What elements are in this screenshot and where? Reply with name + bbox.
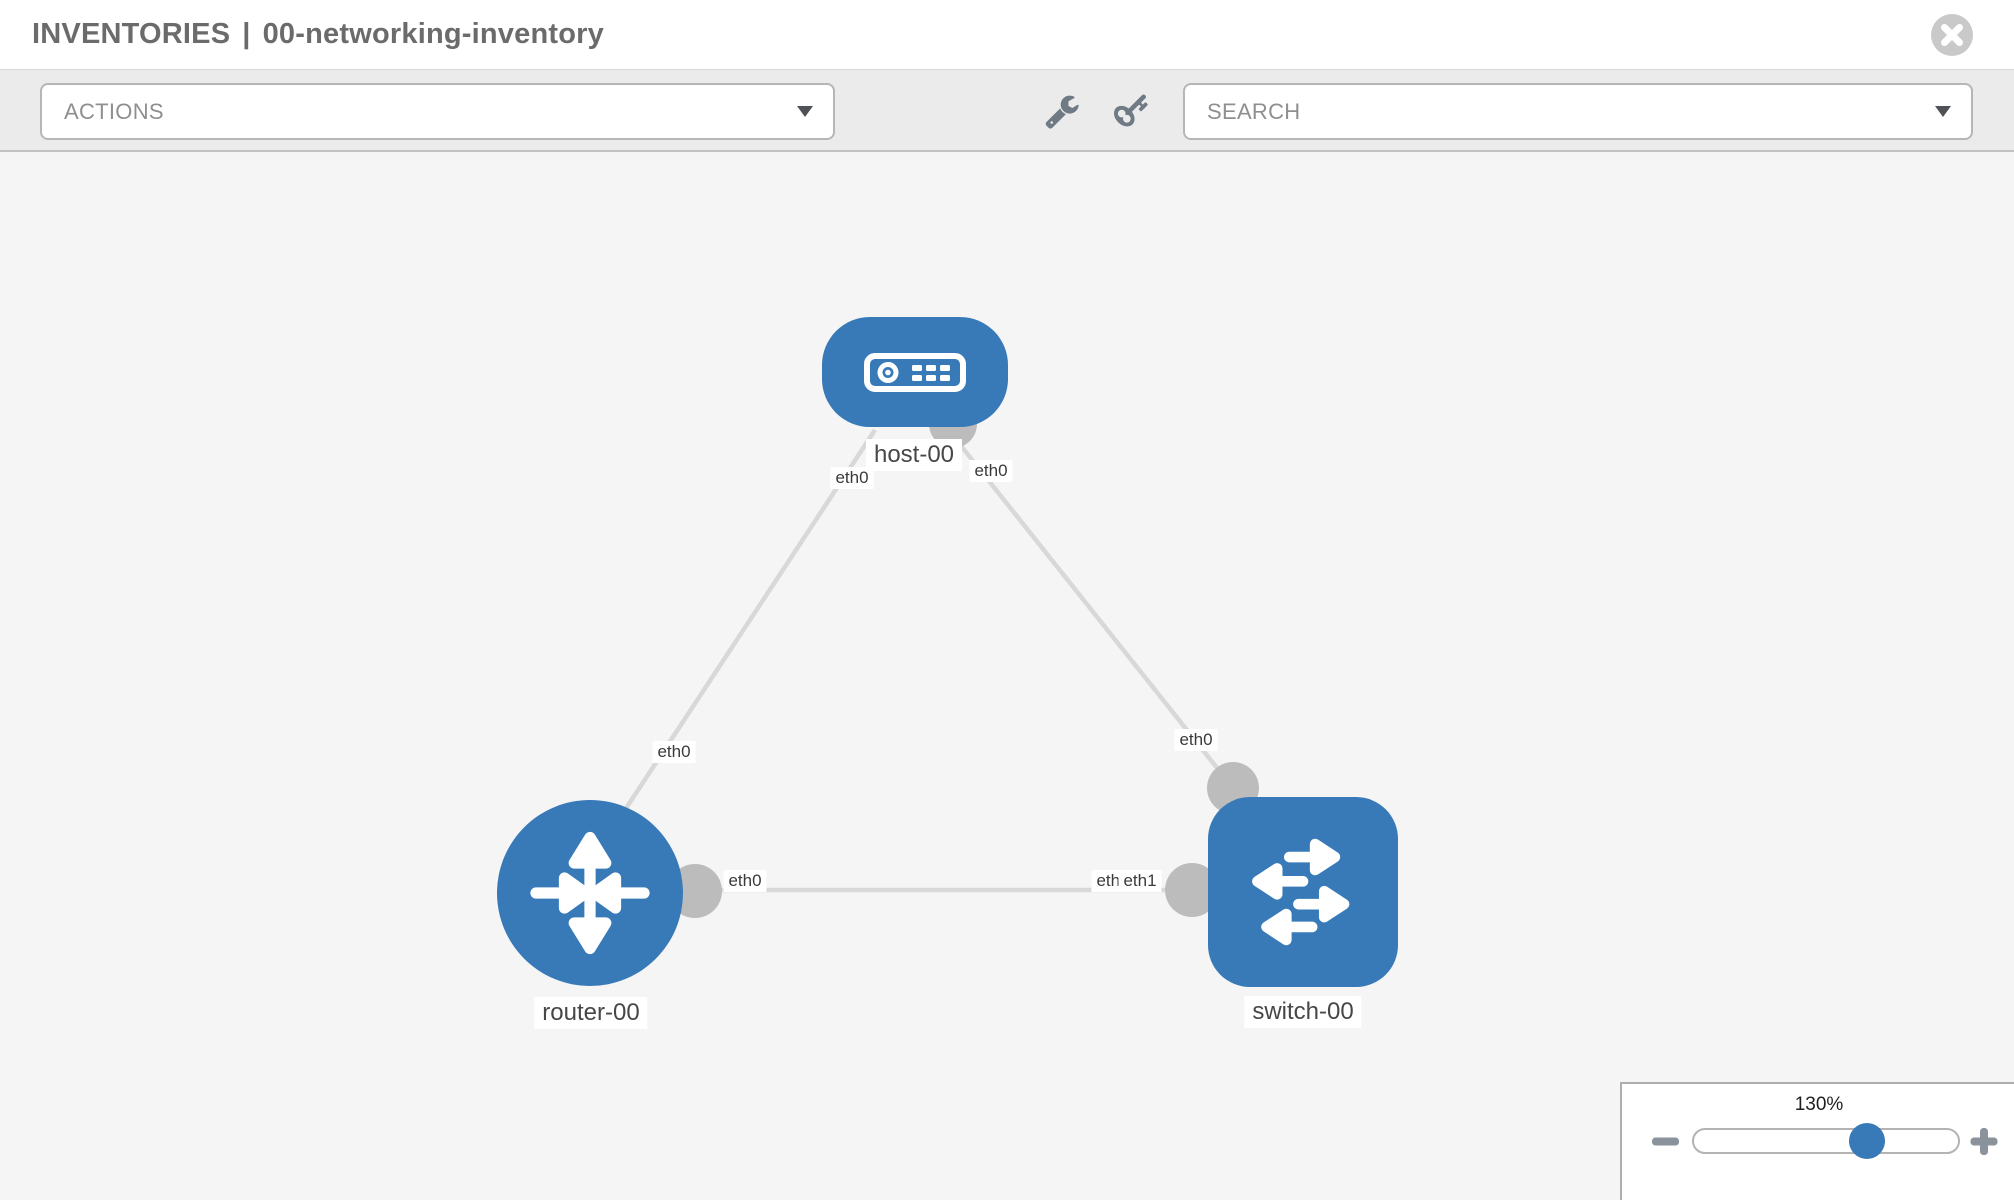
- zoom-slider[interactable]: [1692, 1123, 1960, 1159]
- zoom-out-button[interactable]: [1650, 1125, 1682, 1157]
- node-switch-00[interactable]: [1208, 797, 1398, 987]
- zoom-slider-thumb[interactable]: [1849, 1123, 1885, 1159]
- search-dropdown-label: SEARCH: [1207, 98, 1301, 124]
- node-host-00[interactable]: [822, 317, 1008, 427]
- chevron-down-icon: [797, 106, 813, 117]
- topology-canvas[interactable]: host-00 router-00 switch-00 eth0 eth0 et…: [0, 152, 2014, 1200]
- title-inventory-name: 00-networking-inventory: [262, 18, 604, 50]
- node-label-router-00: router-00: [534, 997, 648, 1029]
- minus-icon: [1652, 1137, 1679, 1146]
- node-label-switch-00: switch-00: [1244, 996, 1362, 1028]
- title-section: INVENTORIES: [32, 18, 231, 50]
- key-icon: [1114, 94, 1148, 127]
- toolbar: ACTIONS SEARCH: [0, 70, 2014, 152]
- chevron-down-icon: [1935, 106, 1951, 117]
- iface-label-link-switch: eth0: [1174, 729, 1218, 751]
- iface-label-host-right: eth0: [969, 460, 1013, 482]
- router-arrows-icon: [530, 831, 650, 955]
- header: INVENTORIES | 00-networking-inventory: [0, 0, 2014, 70]
- zoom-in-button[interactable]: [1968, 1125, 2000, 1157]
- actions-dropdown[interactable]: ACTIONS: [40, 83, 835, 140]
- server-icon: [864, 353, 966, 392]
- x-circle-icon: [1931, 13, 1973, 56]
- zoom-level: 130%: [1794, 1094, 1844, 1115]
- link-host-switch: [948, 430, 1235, 790]
- switch-arrows-icon: [1252, 838, 1350, 946]
- search-dropdown[interactable]: SEARCH: [1183, 83, 1973, 140]
- interface-dot-switch-left: [1165, 863, 1219, 917]
- plus-icon: [1970, 1128, 1998, 1155]
- page-title: INVENTORIES | 00-networking-inventory: [32, 18, 604, 51]
- iface-label-router-eth0: eth0: [723, 870, 767, 892]
- iface-label-host-left: eth0: [830, 467, 874, 489]
- actions-dropdown-label: ACTIONS: [64, 98, 164, 124]
- key-button[interactable]: [1110, 89, 1154, 133]
- iface-label-switch-eth1: eth1: [1118, 870, 1162, 892]
- node-label-host-00: host-00: [865, 439, 963, 471]
- node-router-00[interactable]: [497, 800, 683, 986]
- title-separator: |: [242, 18, 251, 50]
- wrench-icon: [1045, 95, 1079, 129]
- close-button[interactable]: [1930, 13, 1974, 57]
- wrench-button[interactable]: [1040, 89, 1084, 133]
- topology-links-layer: [615, 400, 1259, 918]
- zoom-control-panel: 130%: [1620, 1082, 2014, 1200]
- iface-label-link-router: eth0: [652, 741, 696, 763]
